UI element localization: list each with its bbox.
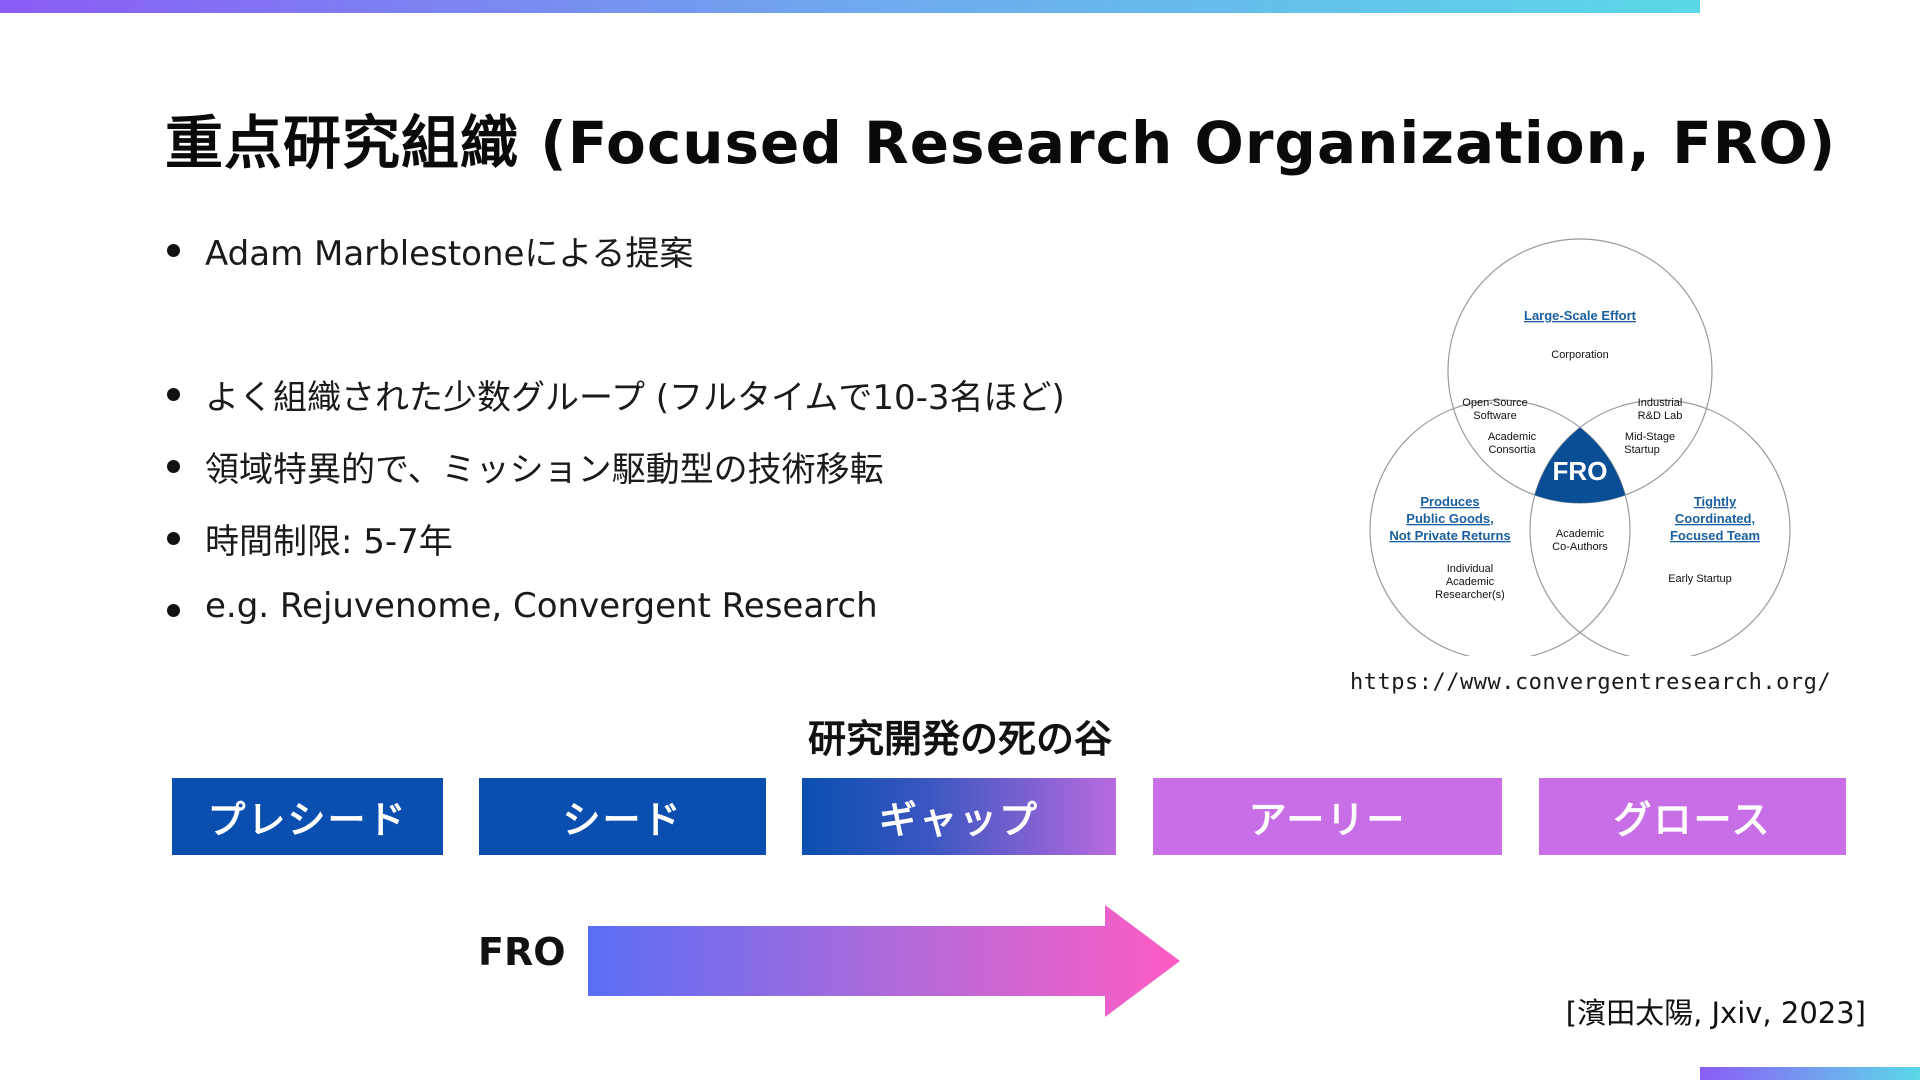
venn-circle-left (1369, 399, 1631, 656)
stage-early: アーリー (1153, 778, 1502, 855)
stage-label: プレシード (207, 798, 408, 842)
venn-left-heading: Produces (1420, 494, 1479, 509)
venn-diagram: FRO Large-Scale Effort Corporation Open-… (1369, 238, 1791, 656)
venn-left-heading: Public Goods, (1406, 511, 1493, 526)
venn-center-label: FRO (1553, 456, 1608, 486)
bullet-dot-icon (167, 460, 180, 473)
bullet-dot-icon (167, 604, 180, 617)
venn-top-item: Corporation (1551, 349, 1608, 361)
bullet-dot-icon (167, 532, 180, 545)
bullet-text: e.g. Rejuvenome, Convergent Research (205, 586, 878, 626)
top-accent-bar (0, 0, 1700, 13)
venn-right-item: Early Startup (1668, 573, 1732, 585)
venn-center-region (1530, 400, 1630, 503)
stage-label: アーリー (1248, 798, 1407, 842)
venn-left-item: Academic (1446, 576, 1495, 588)
valley-of-death-label: 研究開発の死の谷 (807, 717, 1112, 761)
bullet-dot-icon (167, 388, 180, 401)
slide-title: 重点研究組織 (Focused Research Organization, F… (165, 109, 1837, 177)
stage-label: シード (562, 798, 683, 842)
stage-seed: シード (479, 778, 766, 855)
bottom-accent-bar (1700, 1067, 1920, 1080)
bullet-text: 領域特異的で、ミッション駆動型の技術移転 (205, 450, 884, 490)
bullet-text: よく組織された少数グループ (フルタイムで10-3名ほど) (205, 378, 1065, 418)
source-url: https://www.convergentresearch.org/ (1350, 670, 1832, 695)
stage-gap: ギャップ (802, 778, 1116, 855)
venn-overlap-label: Academic (1488, 431, 1537, 443)
stage-label: グロース (1613, 798, 1772, 842)
venn-overlap-label: R&D Lab (1638, 410, 1683, 422)
bullet-dot-icon (167, 244, 180, 257)
venn-top-heading: Large-Scale Effort (1524, 308, 1637, 323)
stage-growth: グロース (1539, 778, 1846, 855)
venn-left-item: Researcher(s) (1435, 589, 1505, 601)
venn-right-heading: Coordinated, (1675, 511, 1755, 526)
venn-right-heading: Focused Team (1670, 528, 1760, 543)
venn-overlap-label: Open-Source (1462, 397, 1527, 409)
bullet-text: 時間制限: 5-7年 (205, 522, 453, 562)
venn-left-item: Individual (1447, 563, 1493, 575)
venn-overlap-label: Consortia (1488, 444, 1536, 456)
fro-arrow-label: FRO (478, 930, 566, 974)
venn-overlap-label: Startup (1624, 444, 1659, 456)
venn-left-heading: Not Private Returns (1389, 528, 1510, 543)
venn-overlap-label: Mid-Stage (1625, 431, 1675, 443)
venn-overlap-label: Software (1473, 410, 1516, 422)
venn-overlap-label: Industrial (1638, 397, 1683, 409)
citation: [濱田太陽, Jxiv, 2023] (1565, 996, 1866, 1030)
venn-right-heading: Tightly (1694, 494, 1737, 509)
venn-overlap-label: Academic (1556, 528, 1605, 540)
venn-circle-right (1529, 399, 1791, 656)
stage-pre-seed: プレシード (172, 778, 443, 855)
fro-arrow-icon (588, 905, 1180, 1017)
venn-overlap-label: Co-Authors (1552, 541, 1608, 553)
bullet-text: Adam Marblestoneによる提案 (205, 234, 694, 274)
stage-label: ギャップ (878, 798, 1039, 842)
